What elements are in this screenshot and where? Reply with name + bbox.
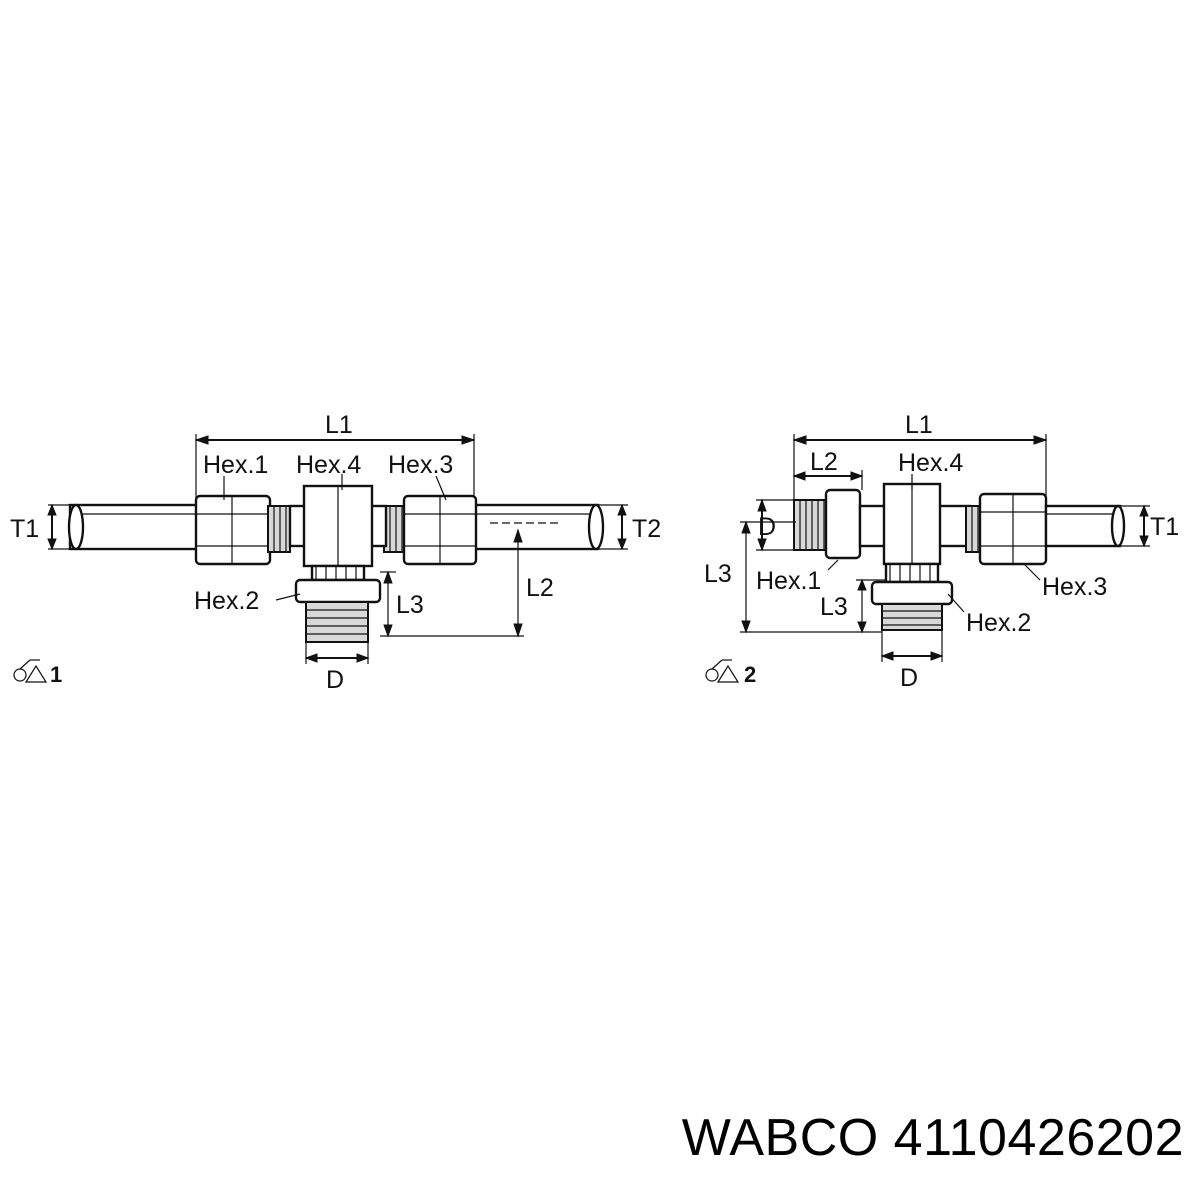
diagram-2: L1 L2 D: [704, 411, 1179, 692]
d1-left-pipe: [67, 503, 200, 551]
d1-l2-label: L2: [526, 574, 554, 602]
d2-tee-body: [858, 482, 972, 584]
d1-hex1-label: Hex.1: [203, 451, 268, 479]
d2-hex1-label: Hex.1: [756, 567, 821, 595]
diagram-1: L1 T1 T2: [10, 411, 661, 694]
d1-l3-label: L3: [396, 591, 424, 619]
d2-hex2-stub: [870, 580, 954, 631]
d1-hex2-label: Hex.2: [194, 587, 259, 615]
d1-l1-label: L1: [325, 411, 353, 439]
d1-hex3-label: Hex.3: [388, 451, 453, 479]
d2-d-side-label: D: [758, 513, 776, 541]
d2-variant-number: 2: [744, 662, 756, 687]
d1-hex2-stub: [294, 578, 382, 643]
d2-hex3-nut: [965, 492, 1048, 566]
d1-hex3-nut: [383, 494, 478, 566]
d2-l2-label: L2: [810, 448, 838, 476]
d2-d-label: D: [900, 664, 918, 692]
d1-t1-label: T1: [10, 515, 39, 543]
d1-t2-label: T2: [632, 515, 661, 543]
d2-left-stub: [793, 488, 862, 560]
d2-l1-label: L1: [905, 411, 933, 439]
d1-right-pipe: [468, 503, 605, 551]
d2-hex2-label: Hex.2: [966, 609, 1031, 637]
d2-t1-label: T1: [1150, 513, 1179, 541]
d1-hex1-nut: [194, 494, 291, 566]
part-caption: WABCO 4110426202: [681, 1109, 1184, 1167]
d2-hex4-label: Hex.4: [898, 449, 963, 477]
d2-hex3-label: Hex.3: [1042, 573, 1107, 601]
d1-hex4-label: Hex.4: [296, 451, 361, 479]
d1-d-label: D: [326, 666, 344, 694]
d2-l3-inner-label: L3: [820, 593, 848, 621]
d1-assembly-symbol: 1: [13, 659, 62, 687]
d2-right-pipe: [1044, 504, 1126, 548]
d1-variant-number: 1: [50, 662, 62, 687]
d2-l3-outer-label: L3: [704, 560, 732, 588]
d1-tee-body: [288, 484, 388, 582]
d2-assembly-symbol: 2: [705, 659, 756, 687]
